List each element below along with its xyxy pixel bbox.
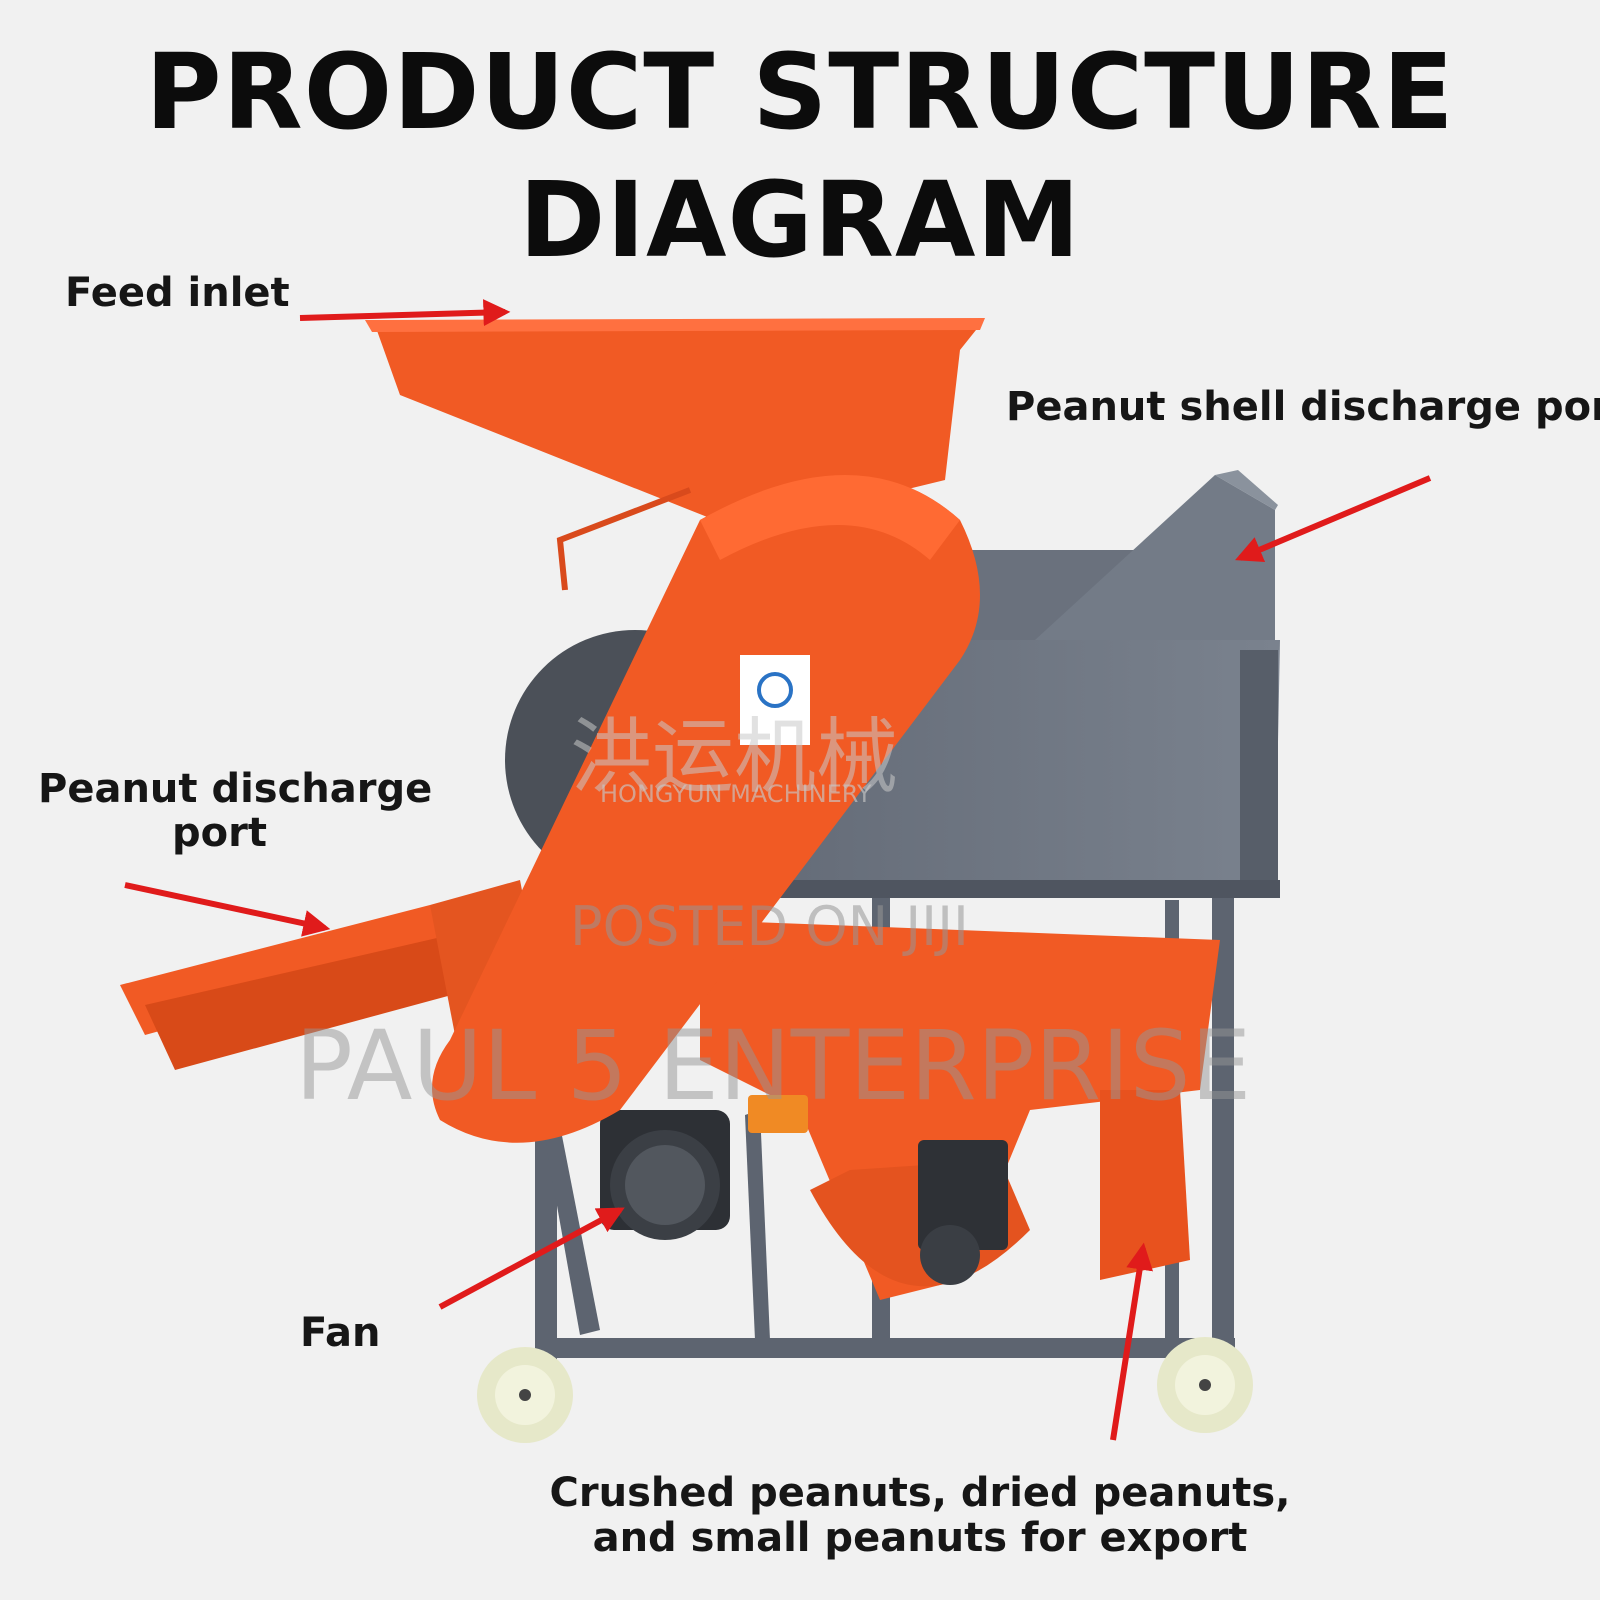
label-shell-discharge: Peanut shell discharge port	[1006, 384, 1600, 430]
left-wheel	[477, 1347, 573, 1443]
fan-motor	[600, 1095, 1008, 1285]
arrow-fan	[438, 1207, 625, 1310]
title-line-1: PRODUCT STRUCTURE	[145, 31, 1455, 153]
watermark-posted: POSTED ON JIJI	[570, 895, 969, 958]
watermark-seller: PAUL 5 ENTERPRISE	[295, 1010, 1252, 1122]
label-peanut-discharge-2: port	[172, 810, 267, 856]
label-peanut-discharge-1: Peanut discharge	[38, 766, 433, 812]
title-line-2: DIAGRAM	[519, 159, 1081, 281]
arrow-shell-discharge	[1235, 475, 1432, 563]
label-feed-inlet: Feed inlet	[65, 270, 290, 316]
label-fan: Fan	[300, 1310, 381, 1356]
label-export-2: and small peanuts for export	[592, 1515, 1248, 1561]
logo-sticker	[740, 655, 810, 745]
watermark-brand-cn: 洪运机械	[570, 710, 899, 805]
arrow-feed-inlet	[299, 299, 511, 327]
crank-handle	[556, 487, 692, 591]
arrow-export	[1110, 1242, 1154, 1441]
watermark-brand-en: HONGYUN MACHINERY	[600, 780, 872, 808]
shell-discharge-chute	[1035, 475, 1275, 640]
lower-hopper	[700, 920, 1220, 1300]
label-export-1: Crushed peanuts, dried peanuts,	[549, 1470, 1291, 1516]
arrow-peanut-discharge	[124, 882, 331, 937]
right-wheel	[1157, 1337, 1253, 1433]
kernel-outlet	[1100, 1090, 1190, 1280]
orange-arm	[432, 475, 980, 1143]
